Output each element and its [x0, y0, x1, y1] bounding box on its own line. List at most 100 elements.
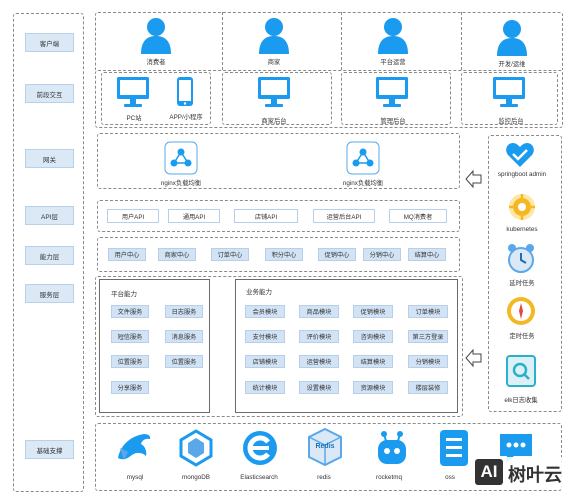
client-label: 平台运营 — [380, 59, 406, 66]
devops-person-icon — [497, 20, 527, 56]
business-item: 店铺模块 — [245, 355, 285, 368]
platform-item: 短信服务 — [111, 330, 149, 343]
business-item: 商品模块 — [299, 305, 339, 318]
api-frame — [97, 200, 460, 232]
service-frame — [95, 276, 463, 417]
client-label: 消费者 — [146, 59, 166, 66]
business-title: 业务能力 — [246, 289, 272, 296]
infra-label: rocketmq — [376, 474, 402, 481]
merchant-monitor-icon — [258, 77, 290, 107]
api-item: 店铺API — [234, 209, 298, 223]
center-item: 结算中心 — [408, 248, 446, 261]
operator-person-icon — [378, 18, 408, 54]
frontend-group-monitor — [461, 72, 558, 125]
redis-text: Redis — [315, 443, 335, 450]
arrow-left-icon — [465, 170, 482, 188]
redis-cube-icon — [308, 427, 342, 467]
arrow-left-icon — [465, 349, 482, 367]
center-item: 用户中心 — [108, 248, 146, 261]
business-item: 设置模块 — [299, 381, 339, 394]
springboot-heart-icon — [506, 143, 534, 167]
business-panel — [235, 279, 458, 413]
infra-label: oss — [445, 474, 455, 481]
platform-item: 位置服务 — [165, 355, 203, 368]
kubernetes-gear-icon — [509, 194, 535, 220]
layer-api: API层 — [25, 206, 74, 225]
center-item: 商家中心 — [158, 248, 196, 261]
api-item: 运营后台API — [313, 209, 375, 223]
business-item: 咨询模块 — [353, 330, 393, 343]
ops-frame — [488, 135, 562, 412]
ops-label: kubernetes — [506, 226, 538, 233]
client-label: 商家 — [267, 59, 281, 66]
platform-item: 分享服务 — [111, 381, 149, 394]
platform-title: 平台能力 — [111, 291, 137, 298]
center-frame — [97, 237, 460, 272]
business-item: 结算模块 — [353, 355, 393, 368]
business-item: 楼层装修 — [408, 381, 448, 394]
infra-label: Elasticsearch — [240, 474, 278, 481]
business-item: 资源模块 — [353, 381, 393, 394]
business-item: 促销模块 — [353, 305, 393, 318]
platform-item: 日志服务 — [165, 305, 203, 318]
center-item: 促销中心 — [318, 248, 356, 261]
center-item: 积分中心 — [265, 248, 303, 261]
ops-label: elk日志收集 — [504, 397, 538, 404]
rocketmq-robot-icon — [378, 431, 406, 464]
watermark-badge: AI — [475, 459, 503, 485]
frontend-label: 商家后台 — [261, 118, 287, 125]
platform-item: 位置服务 — [111, 355, 149, 368]
admin-monitor-icon — [376, 77, 408, 107]
layer-service: 服务层 — [25, 284, 74, 303]
business-item: 第三方登录 — [408, 330, 448, 343]
layer-frontend: 前段交互 — [25, 84, 74, 103]
monitor-console-icon — [493, 77, 525, 107]
ops-label: 延时任务 — [509, 280, 535, 287]
frontend-label: 监控后台 — [498, 118, 524, 125]
layer-gateway: 网关 — [25, 149, 74, 168]
frontend-label: PC站 — [126, 115, 142, 122]
consumer-person-icon — [141, 18, 171, 54]
layer-capability: 能力层 — [25, 246, 74, 265]
platform-item: 文件服务 — [111, 305, 149, 318]
api-item: 用户API — [107, 209, 159, 223]
frontend-group-admin — [341, 72, 451, 125]
layer-infra: 基础支撑 — [25, 440, 74, 459]
business-item: 分销模块 — [408, 355, 448, 368]
compass-timer-icon — [507, 297, 535, 325]
business-item: 支付模块 — [245, 330, 285, 343]
business-item: 统计模块 — [245, 381, 285, 394]
mongodb-hex-icon — [179, 429, 213, 467]
frontend-group-pc — [101, 72, 211, 125]
frontend-label: 管理后台 — [380, 118, 406, 125]
ops-label: springboot admin — [497, 171, 547, 178]
api-item: MQ消费者 — [389, 209, 447, 223]
business-item: 订单模块 — [408, 305, 448, 318]
business-item: 运营模块 — [299, 355, 339, 368]
gateway-label: nginx负载均衡 — [160, 180, 202, 187]
center-item: 订单中心 — [211, 248, 249, 261]
layer-column — [13, 13, 84, 492]
business-item: 评价模块 — [299, 330, 339, 343]
gateway-label: nginx负载均衡 — [342, 180, 384, 187]
watermark-text: 树叶云 — [508, 465, 562, 485]
platform-item: 消息服务 — [165, 330, 203, 343]
oss-document-icon — [440, 430, 468, 466]
frontend-frame — [95, 70, 563, 128]
gateway-frame — [97, 133, 460, 189]
nginx-share-icon — [164, 141, 198, 175]
infra-label: mongoDB — [181, 474, 211, 481]
sms-chat-icon — [500, 434, 532, 463]
frontend-group-merchant — [222, 72, 332, 125]
infra-label: mysql — [126, 474, 144, 481]
frontend-label: APP/小程序 — [169, 114, 203, 121]
elasticsearch-e-icon — [243, 431, 277, 465]
pc-monitor-icon — [117, 77, 149, 107]
nginx-share-icon — [346, 141, 380, 175]
business-item: 会员模块 — [245, 305, 285, 318]
elk-search-icon — [506, 355, 536, 387]
center-item: 分销中心 — [363, 248, 401, 261]
mysql-dolphin-icon — [118, 434, 151, 460]
api-item: 通用API — [168, 209, 220, 223]
